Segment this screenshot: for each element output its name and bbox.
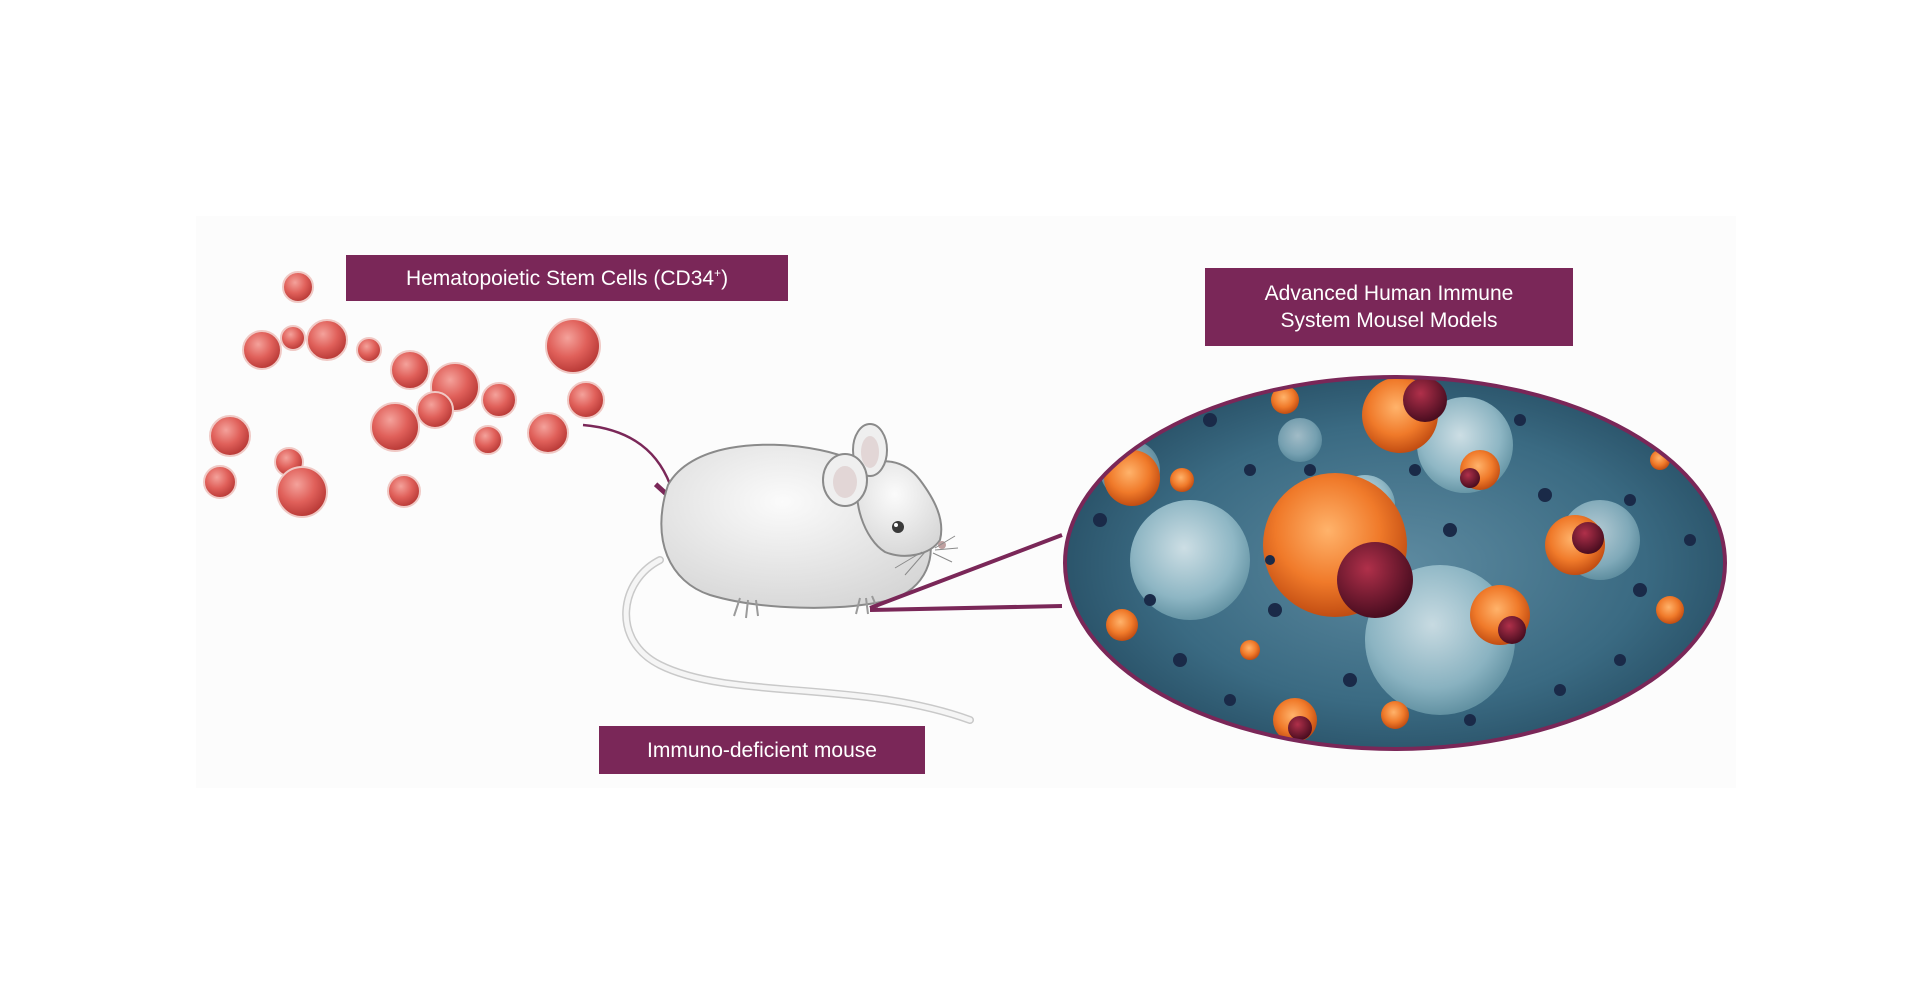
mouse-label-text: Immuno-deficient mouse	[647, 738, 877, 762]
immune-cells-micrograph-icon	[1063, 375, 1727, 751]
mouse-label: Immuno-deficient mouse	[599, 726, 925, 774]
advanced-models-line2: System Mousel Models	[1280, 309, 1498, 332]
injection-arrow	[582, 423, 688, 507]
stem-cells-label: Hematopoietic Stem Cells (CD34+)	[346, 255, 788, 301]
magnify-connector	[869, 533, 1063, 612]
advanced-models-line1: Advanced Human Immune	[1264, 282, 1514, 305]
advanced-models-label: Advanced Human Immune System Mousel Mode…	[1205, 268, 1573, 346]
stem-cells-label-text: Hematopoietic Stem Cells (CD34+)	[406, 265, 728, 292]
stem-cells-text: Hematopoietic Stem Cells (CD34	[405, 266, 715, 290]
stem-cell-cluster-icon	[203, 271, 605, 518]
stem-cells-close: )	[721, 266, 729, 290]
mouse-icon	[622, 423, 974, 724]
stem-cells-superscript: +	[714, 265, 722, 280]
